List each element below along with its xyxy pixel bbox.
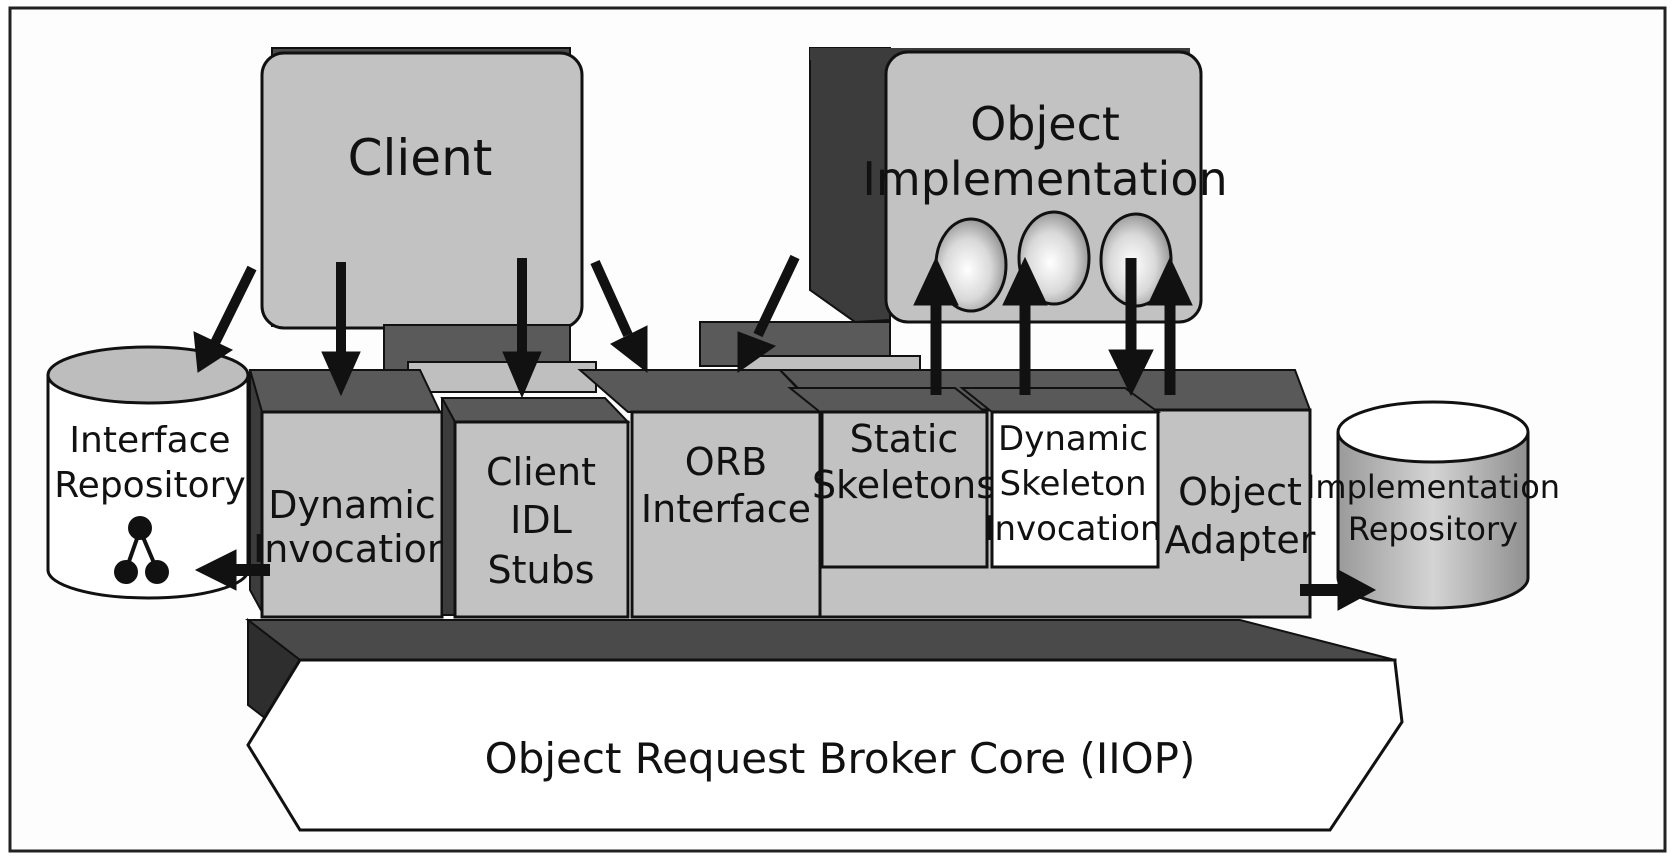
orb-interface-block: ORB Interface: [577, 369, 823, 619]
orb-interface-line-2: Interface: [641, 487, 811, 531]
arrow-static-skeletons-up: [913, 256, 959, 395]
client-idl-stubs-block: Client IDL Stubs: [440, 397, 631, 619]
arrows: [193, 254, 1377, 611]
dynamic-skeleton-invocation-block: Dynamic Skeleton Invocation: [959, 387, 1162, 569]
orb-core-bar: Object Request Broker Core (IIOP): [245, 617, 1404, 832]
arrow-adapter-up: [1147, 256, 1193, 395]
arrow-client-to-dynamic-invocation: [321, 262, 361, 397]
static-skeletons-line-1: Static: [850, 417, 959, 461]
stubs-line-2: IDL: [510, 498, 572, 542]
stubs-line-1: Client: [486, 450, 596, 494]
dynamic-invocation-line-1: Dynamic: [268, 483, 436, 527]
dynamic-invocation-block: Dynamic Invocation: [248, 369, 451, 619]
arrow-adapter-down: [1108, 258, 1154, 397]
arrow-client-to-interface-repo: [193, 265, 257, 373]
static-skeletons-line-2: Skeletons: [812, 463, 996, 507]
dsi-line-1: Dynamic: [998, 419, 1148, 459]
orb-interface-line-1: ORB: [685, 440, 767, 484]
arrow-dsi-up: [1002, 256, 1048, 395]
impl-repo-line-2: Repository: [1348, 510, 1518, 548]
interface-repository-cylinder: Interface Repository: [46, 345, 250, 600]
object-sphere-2: [1017, 210, 1091, 306]
orb-core-label: Object Request Broker Core (IIOP): [485, 734, 1196, 783]
arrow-adapter-to-impl-repo: [1300, 569, 1377, 611]
object-impl-line-2: Implementation: [862, 152, 1227, 206]
arrow-dynamic-invocation-to-interface-repo: [194, 549, 270, 591]
object-implementation-box: Object Implementation: [809, 47, 1228, 324]
object-adapter-line-2: Adapter: [1165, 518, 1316, 562]
object-adapter-line-1: Object: [1178, 470, 1302, 514]
object-impl-line-1: Object: [970, 97, 1120, 151]
client-label: Client: [348, 129, 493, 187]
impl-repo-line-1: Implementation: [1306, 468, 1560, 506]
implementation-repository-cylinder: Implementation Repository: [1306, 400, 1560, 610]
arrow-object-impl-to-orb-interface: [737, 254, 800, 373]
dsi-line-2: Skeleton: [999, 464, 1146, 504]
dsi-line-3: Invocation: [984, 509, 1161, 549]
static-skeletons-block: Static Skeletons: [787, 387, 996, 569]
arrow-client-to-stubs: [502, 258, 542, 399]
dynamic-invocation-line-2: Invocation: [253, 527, 451, 571]
stubs-line-3: Stubs: [487, 548, 594, 592]
arrow-client-to-orb-interface: [590, 259, 648, 374]
interface-repo-line-2: Repository: [54, 465, 245, 506]
interface-repo-line-1: Interface: [69, 420, 230, 461]
client-box: Client: [260, 47, 584, 330]
hierarchy-icon: [114, 516, 169, 584]
